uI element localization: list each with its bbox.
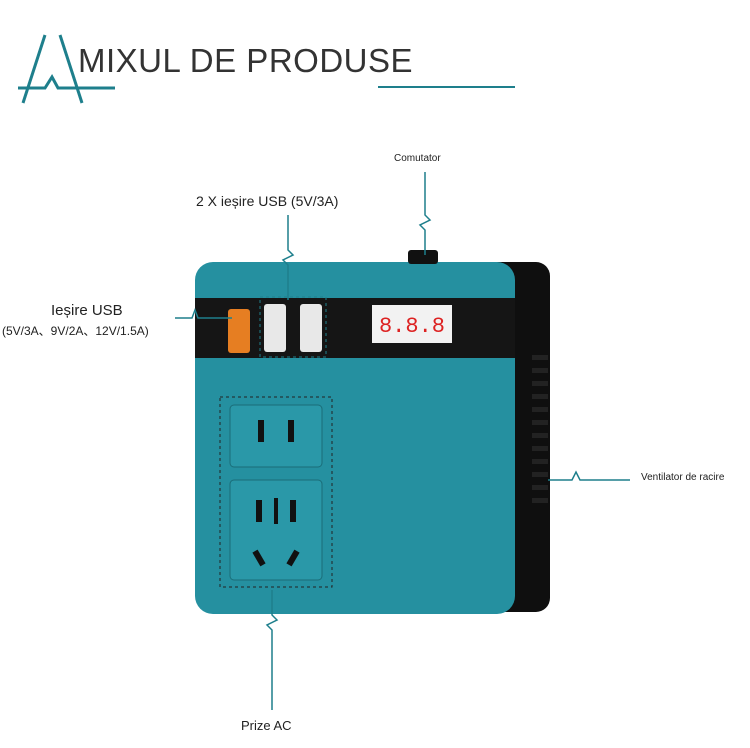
- label-usb-out: Ieșire USB: [51, 302, 123, 319]
- label-switch: Comutator: [394, 153, 441, 164]
- logo-icon: [18, 34, 115, 104]
- usb-port-2: [300, 304, 322, 352]
- ac-outlet-group: [219, 396, 333, 588]
- qc-usb-port: [228, 309, 250, 353]
- voltage-display: [372, 305, 452, 343]
- label-ac: Prize AC: [241, 718, 292, 733]
- label-dual-usb: 2 X ieșire USB (5V/3A): [196, 193, 339, 209]
- page-title: MIXUL DE PRODUSE: [78, 42, 414, 79]
- label-usb-out-spec: (5V/3A、9V/2A、12V/1.5A): [2, 324, 149, 338]
- fan-vents: [532, 355, 548, 503]
- display-readout: 8.8.8: [379, 314, 445, 339]
- switch: [408, 250, 438, 264]
- usb-port-1: [264, 304, 286, 352]
- label-fan: Ventilator de racire: [641, 472, 725, 483]
